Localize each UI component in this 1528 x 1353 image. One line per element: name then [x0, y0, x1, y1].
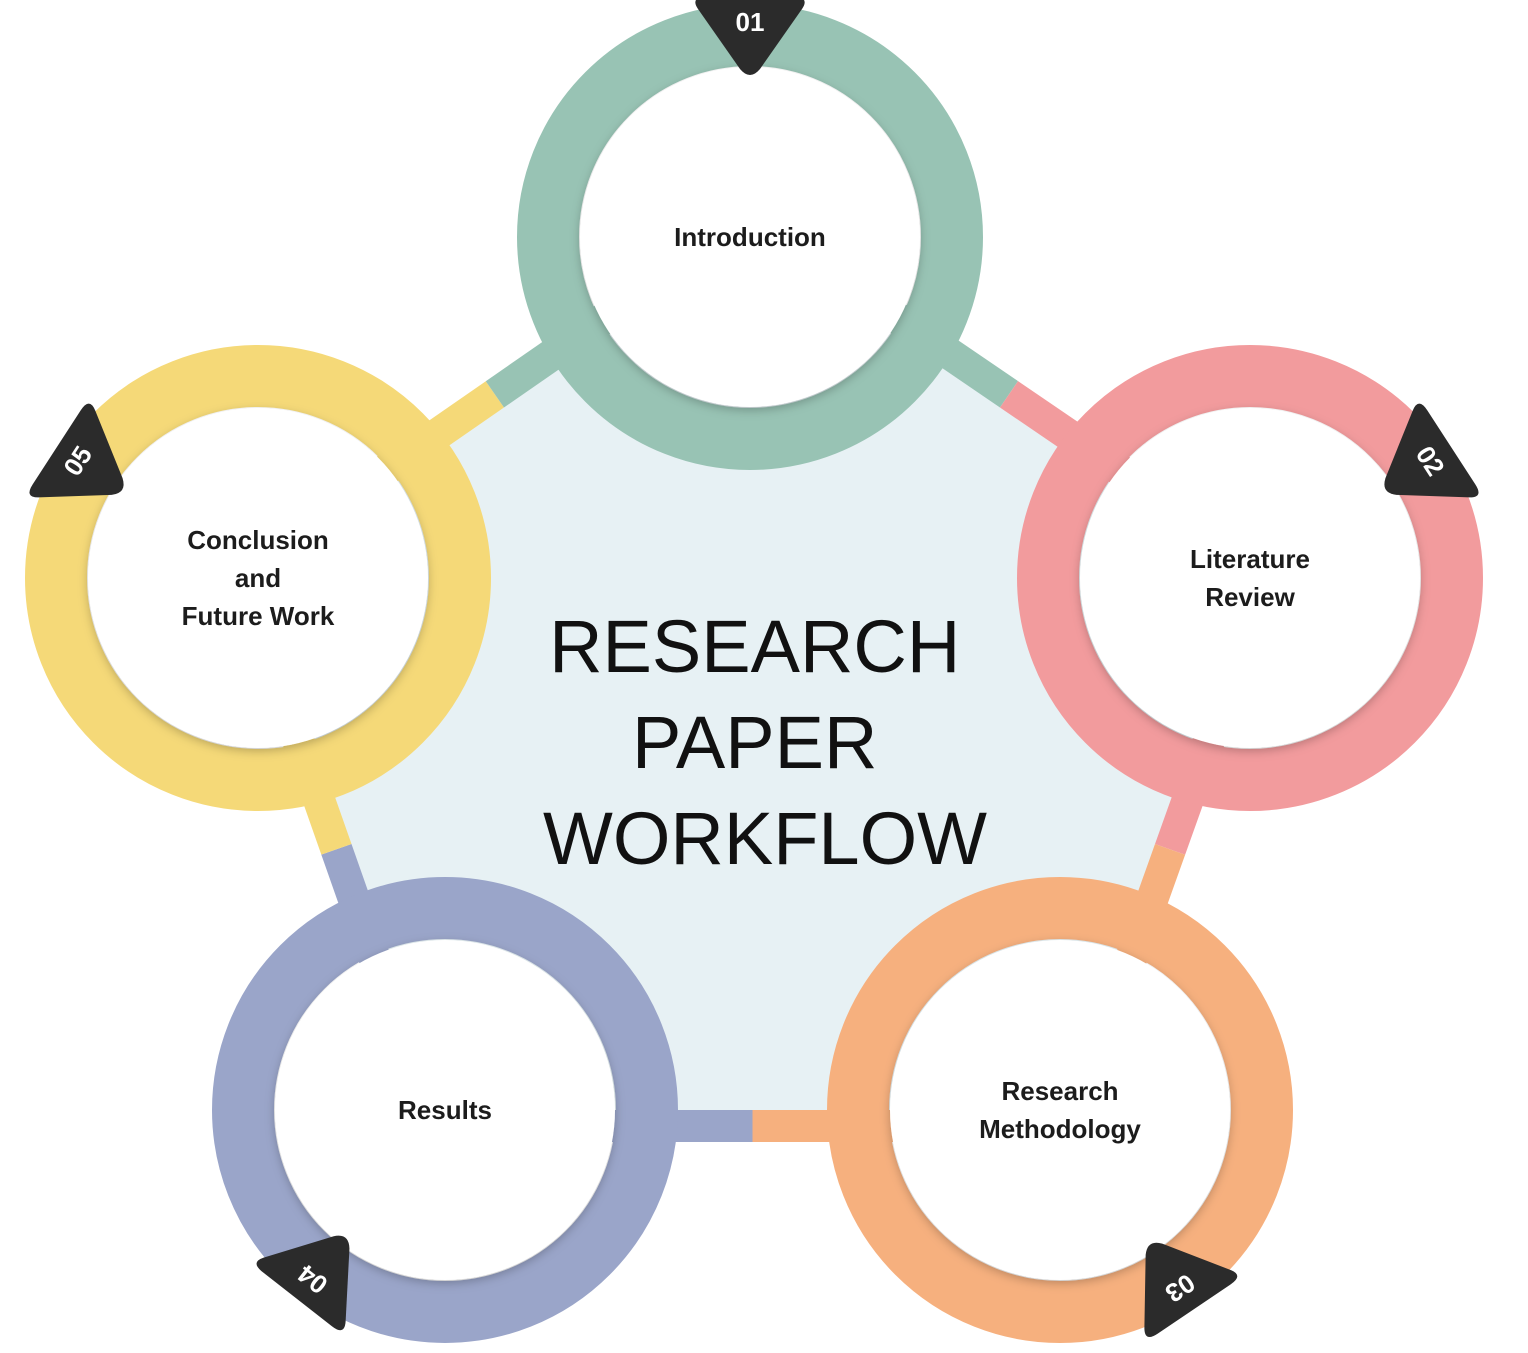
stage-label-line: Literature: [1190, 544, 1310, 574]
stage-label-04: Results: [398, 1095, 492, 1125]
stage-ring-05: [25, 345, 491, 811]
stage-label-line: Future Work: [182, 601, 335, 631]
badge-shape: [1384, 403, 1479, 498]
stage-ring-03: [827, 877, 1293, 1343]
stage-label-line: Research: [1001, 1076, 1118, 1106]
stage-node-circle: [580, 67, 920, 407]
stage-label-line: Review: [1205, 582, 1295, 612]
stage-node-01: Introduction: [580, 67, 920, 407]
badge-shape: [1144, 1242, 1238, 1337]
stage-badge-04: 04: [256, 1235, 350, 1331]
stage-label-line: Methodology: [979, 1114, 1141, 1144]
center-title: RESEARCH PAPER WORKFLOW: [543, 605, 987, 880]
center-title-line-3: WORKFLOW: [543, 797, 987, 880]
badge-shape: [695, 0, 805, 75]
stage-ring-04: [212, 877, 678, 1343]
stage-node-04: Results: [275, 940, 615, 1280]
center-title-line-2: PAPER: [632, 701, 877, 784]
badge-shape: [256, 1235, 350, 1331]
center-title-line-1: RESEARCH: [549, 605, 960, 688]
stage-node-circle: [275, 940, 615, 1280]
stage-label-line: Results: [398, 1095, 492, 1125]
stage-node-circle: [890, 940, 1230, 1280]
stage-badges: 01 02 03 04 05: [29, 0, 1479, 1337]
stage-label-line: and: [235, 563, 281, 593]
stage-badge-02: 02: [1384, 403, 1479, 498]
stage-badge-05: 05: [29, 403, 124, 498]
stage-badge-01: 01: [695, 0, 805, 75]
stage-badge-03: 03: [1144, 1242, 1238, 1337]
badge-shape: [29, 403, 124, 498]
stage-node-circle: [88, 408, 428, 748]
stage-label-line: Introduction: [674, 222, 826, 252]
stage-ring-02: [1017, 345, 1483, 811]
badge-number: 01: [736, 7, 765, 37]
stage-label-01: Introduction: [674, 222, 826, 252]
stage-node-circle: [1080, 408, 1420, 748]
stage-label-line: Conclusion: [187, 525, 329, 555]
